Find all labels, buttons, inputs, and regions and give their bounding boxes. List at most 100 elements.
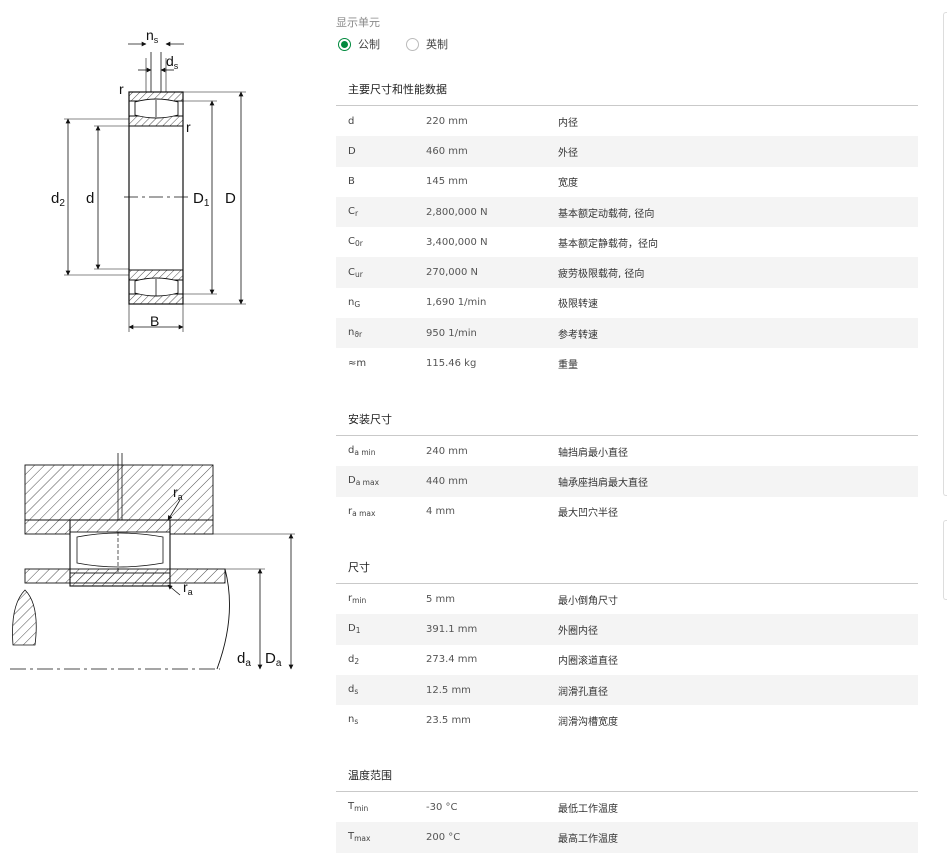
row-value: 115.46 kg (426, 358, 477, 370)
row-description: 润滑孔直径 (558, 686, 608, 698)
row-description: 最小倒角尺寸 (558, 595, 618, 607)
side-panel-edge (943, 12, 947, 496)
row-description: 重量 (558, 360, 578, 372)
row-description: 内径 (558, 117, 578, 129)
row-description: 基本额定静载荷，径向 (558, 238, 658, 250)
table-row: rmin 5 mm 最小倒角尺寸 (336, 584, 918, 614)
radio-unchecked-icon[interactable] (406, 37, 419, 51)
symbol-text: C (348, 266, 355, 278)
symbol-subscript: max (354, 834, 371, 844)
label-ra-top: ra (173, 484, 183, 502)
mounting-dimensions-diagram: ra ra da Da (10, 453, 295, 670)
row-description: 轴承座挡肩最大直径 (558, 477, 648, 489)
label-ds: ds (166, 53, 179, 71)
symbol-text: C (348, 236, 355, 248)
symbol-text: C (348, 206, 355, 218)
label-da: da (237, 650, 251, 669)
row-symbol: Cr (336, 206, 426, 218)
row-symbol: Tmax (336, 831, 426, 843)
row-value: 2,800,000 N (426, 206, 488, 218)
row-description: 最低工作温度 (558, 803, 618, 815)
row-symbol: Tmin (336, 801, 426, 813)
row-value: 391.1 mm (426, 623, 478, 635)
row-description: 外径 (558, 147, 578, 159)
symbol-subscript: 1 (355, 626, 361, 636)
label-r-top: r (119, 81, 124, 97)
unit-option-label: 英制 (426, 38, 448, 51)
symbol-text: B (348, 176, 355, 188)
row-symbol: C0r (336, 236, 426, 248)
symbol-subscript: 0r (354, 239, 363, 249)
symbol-text: d (348, 115, 355, 127)
row-symbol: ds (336, 684, 426, 696)
row-value: 273.4 mm (426, 654, 478, 666)
row-value: 23.5 mm (426, 714, 471, 726)
unit-selector: 公制 英制 (338, 36, 448, 52)
label-d2: d2 (51, 190, 65, 209)
symbol-text: r (348, 505, 353, 517)
label-D1: D1 (193, 190, 210, 209)
unit-option-imperial[interactable]: 英制 (406, 36, 448, 52)
symbol-subscript: ϑr (354, 330, 363, 340)
row-value: 240 mm (426, 445, 468, 457)
row-description: 疲劳极限载荷, 径向 (558, 269, 645, 281)
label-ra-bottom: ra (183, 579, 193, 597)
row-value: 270,000 N (426, 267, 479, 279)
symbol-subscript: ur (354, 269, 363, 279)
row-value: 145 mm (426, 176, 468, 188)
row-symbol: d (336, 116, 426, 127)
table-row: da min 240 mm 轴挡肩最小直径 (336, 436, 918, 466)
bearing-cross-section-diagram: ns ds r r d2 d D1 D B (51, 27, 246, 332)
row-symbol: Cur (336, 267, 426, 279)
symbol-text: d (348, 445, 355, 457)
table-row: B 145 mm 宽度 (336, 167, 918, 197)
label-r-side: r (186, 119, 191, 135)
symbol-subscript: a min (354, 448, 376, 458)
row-symbol: d2 (336, 654, 426, 666)
row-description: 参考转速 (558, 329, 598, 341)
section-title: 尺寸 (336, 558, 918, 584)
row-value: 200 °C (426, 831, 461, 843)
row-symbol: Da max (336, 475, 426, 487)
label-ns: ns (146, 27, 159, 45)
row-description: 轴挡肩最小直径 (558, 447, 628, 459)
row-value: 1,690 1/min (426, 297, 487, 309)
symbol-text: D (348, 145, 356, 157)
symbol-subscript: 2 (354, 656, 360, 666)
symbol-text: T (348, 831, 355, 843)
symbol-text: n (348, 296, 355, 308)
radio-checked-icon[interactable] (338, 37, 351, 51)
symbol-subscript: min (354, 804, 369, 814)
symbol-subscript: min (352, 596, 367, 606)
row-description: 润滑沟槽宽度 (558, 716, 618, 728)
row-symbol: D1 (336, 623, 426, 635)
unit-option-metric[interactable]: 公制 (338, 36, 380, 52)
row-value: 5 mm (426, 593, 456, 605)
symbol-text: D (348, 475, 356, 487)
symbol-text: r (348, 593, 353, 605)
label-B: B (150, 313, 159, 329)
symbol-text: D (348, 623, 356, 635)
section-title: 温度范围 (336, 766, 918, 792)
row-description: 基本额定动载荷, 径向 (558, 208, 655, 220)
row-description: 最高工作温度 (558, 833, 618, 845)
label-D: D (225, 190, 236, 207)
unit-option-label: 公制 (358, 38, 380, 51)
row-description: 宽度 (558, 178, 578, 190)
row-value: 440 mm (426, 475, 468, 487)
